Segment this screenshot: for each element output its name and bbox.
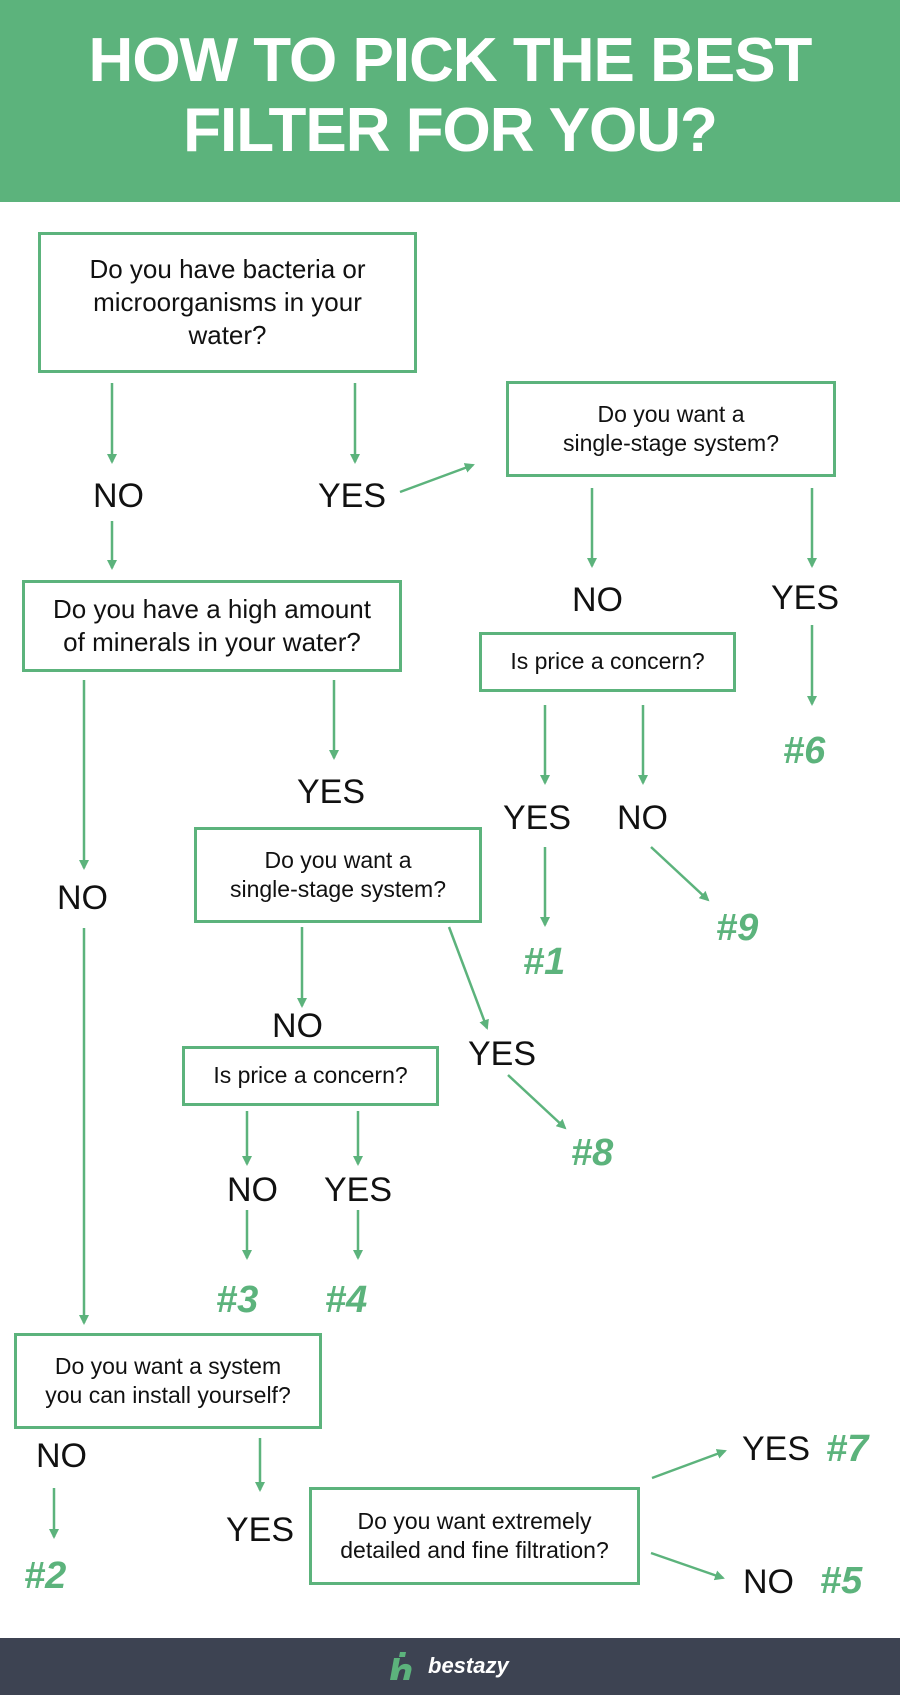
- result-9: #9: [716, 907, 759, 949]
- question-filtration-line-1: Do you want extremely: [357, 1507, 592, 1534]
- answer-minerals-no: NO: [57, 879, 108, 917]
- result-1: #1: [523, 941, 566, 983]
- question-price-mid: Is price a concern?: [182, 1046, 439, 1106]
- question-bacteria-line-2: microorganisms in your: [93, 286, 362, 317]
- question-bacteria: Do you have bacteria or microorganisms i…: [38, 232, 417, 373]
- brand-name: bestazy: [428, 1653, 509, 1678]
- answer-minerals-yes: YES: [297, 773, 366, 811]
- question-filtration: Do you want extremely detailed and fine …: [309, 1487, 640, 1585]
- brand-logo-icon: [390, 1652, 412, 1680]
- question-install-line-1: Do you want a system: [54, 1352, 282, 1379]
- answer-single-top-no: NO: [572, 581, 623, 619]
- result-4: #4: [325, 1279, 368, 1321]
- question-minerals-line-2: of minerals in your water?: [63, 627, 361, 657]
- arrow-filtration-to-no: [650, 1551, 725, 1581]
- result-8: #8: [571, 1132, 614, 1174]
- answer-filtration-no: NO: [743, 1563, 794, 1601]
- question-single-stage-mid-line-1: Do you want a: [264, 846, 412, 873]
- question-install-line-2: you can install yourself?: [45, 1382, 291, 1408]
- arrow-no-to-r9: [650, 846, 710, 902]
- answer-single-mid-no: NO: [272, 1007, 323, 1045]
- question-bacteria-line-3: water?: [188, 320, 267, 351]
- arrow-yes-to-r8: [507, 1074, 567, 1130]
- question-bacteria-line-1: Do you have bacteria or: [89, 253, 366, 284]
- question-price-top-text: Is price a concern?: [510, 648, 705, 675]
- question-price-top: Is price a concern?: [479, 632, 736, 692]
- result-2: #2: [24, 1555, 67, 1597]
- header-banner: HOW TO PICK THE BEST FILTER FOR YOU?: [0, 0, 900, 202]
- result-3: #3: [216, 1279, 259, 1321]
- answer-bacteria-yes: YES: [318, 477, 387, 515]
- answer-price-mid-yes: YES: [324, 1171, 393, 1209]
- answer-single-mid-yes: YES: [468, 1035, 537, 1073]
- result-7: #7: [826, 1428, 869, 1470]
- result-5: #5: [820, 1560, 863, 1602]
- page-title-line-2: FILTER FOR YOU?: [183, 96, 718, 165]
- question-minerals: Do you have a high amount of minerals in…: [22, 580, 402, 672]
- answer-install-yes: YES: [226, 1511, 295, 1549]
- page-title-line-1: HOW TO PICK THE BEST: [88, 26, 813, 95]
- answer-single-top-yes: YES: [771, 579, 840, 617]
- answer-filtration-yes: YES: [742, 1430, 811, 1468]
- question-single-stage-top: Do you want a single-stage system?: [506, 381, 836, 477]
- arrow-filtration-to-yes: [651, 1449, 727, 1480]
- arrow-yes-to-single-top: [399, 463, 475, 494]
- arrow-single-mid-to-yes: [447, 926, 489, 1030]
- answer-install-no: NO: [36, 1437, 87, 1475]
- question-single-stage-mid: Do you want a single-stage system?: [194, 827, 482, 923]
- answer-price-top-yes: YES: [503, 799, 572, 837]
- footer-bar: bestazy: [0, 1638, 900, 1695]
- question-install: Do you want a system you can install you…: [14, 1333, 322, 1429]
- answer-price-mid-no: NO: [227, 1171, 278, 1209]
- question-price-mid-text: Is price a concern?: [213, 1062, 408, 1089]
- question-single-stage-top-line-1: Do you want a: [597, 400, 745, 427]
- question-single-stage-top-line-2: single-stage system?: [562, 430, 780, 456]
- answer-price-top-no: NO: [617, 799, 668, 837]
- answer-bacteria-no: NO: [93, 477, 144, 515]
- question-single-stage-mid-line-2: single-stage system?: [229, 876, 447, 902]
- result-6: #6: [783, 730, 826, 772]
- question-filtration-line-2: detailed and fine filtration?: [340, 1537, 609, 1563]
- question-minerals-line-1: Do you have a high amount: [53, 593, 371, 624]
